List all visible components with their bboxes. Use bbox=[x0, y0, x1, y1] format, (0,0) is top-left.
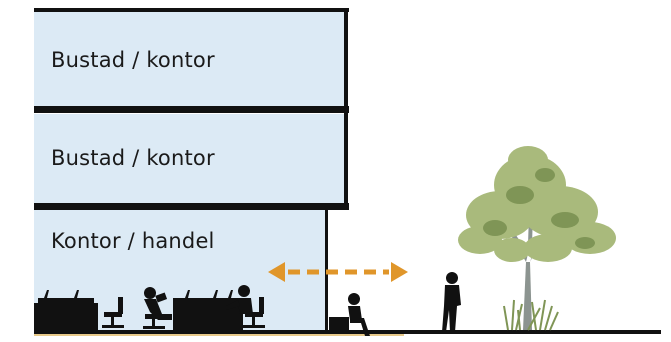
floor-2-fill bbox=[34, 114, 347, 206]
floor-label-middle: Bustad / kontor bbox=[51, 146, 215, 170]
slab-lower bbox=[34, 203, 349, 210]
floor-3-fill bbox=[34, 10, 347, 106]
double-arrow-icon bbox=[268, 262, 408, 282]
office-chair-icon bbox=[243, 297, 265, 328]
person-walking-icon bbox=[442, 272, 461, 332]
person-sitting-icon bbox=[143, 287, 172, 329]
facade-wall-mid bbox=[344, 108, 348, 208]
office-chair-icon bbox=[102, 297, 124, 328]
facade-wall-top bbox=[344, 8, 348, 108]
person-sitting-icon bbox=[226, 285, 253, 314]
grass-icon bbox=[503, 299, 559, 331]
facade-wall-ground bbox=[325, 208, 328, 330]
slab-upper bbox=[34, 106, 349, 113]
roof-slab bbox=[34, 8, 349, 12]
floor-label-top: Bustad / kontor bbox=[51, 48, 215, 72]
ground-accent bbox=[34, 334, 404, 336]
ground-line bbox=[34, 330, 661, 334]
office-desk-icon bbox=[34, 290, 98, 330]
floor-label-ground: Kontor / handel bbox=[51, 229, 215, 253]
person-sitting-icon bbox=[329, 293, 370, 336]
tree-icon bbox=[458, 146, 616, 330]
